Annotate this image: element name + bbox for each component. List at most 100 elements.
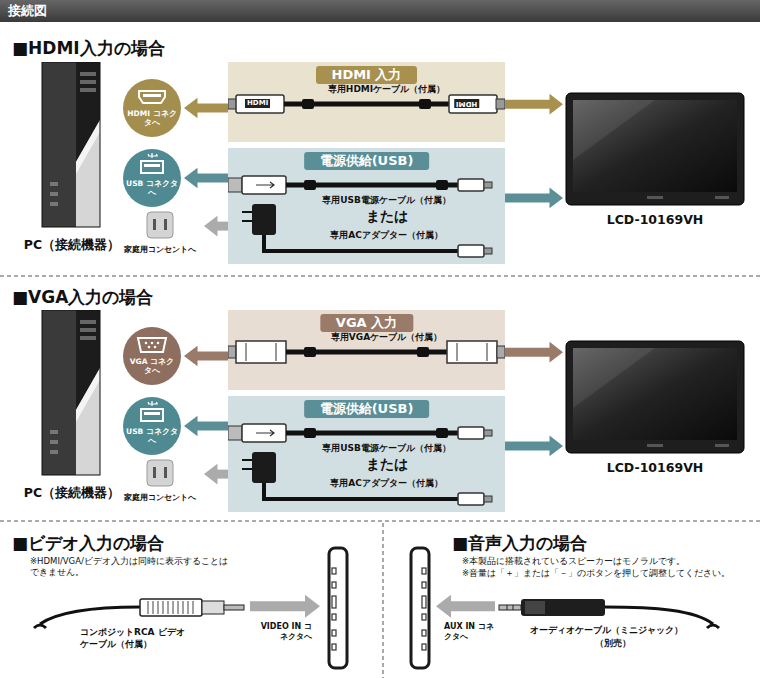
arrow-head: [184, 98, 198, 119]
section-heading: ■HDMI入力の場合: [12, 38, 165, 58]
arrow-head: [204, 216, 218, 237]
monitor-side-view: [322, 546, 352, 670]
device-label: PC（接続機器）: [16, 237, 128, 252]
arrow-shaft: [250, 601, 306, 611]
note: ※音量は「＋」または「－」のボタンを押して調整してください。: [462, 568, 730, 579]
connector-arrow: [505, 188, 563, 209]
monitor-illustration: [565, 90, 745, 208]
connector-label: HDMI コネクタへ: [126, 109, 178, 127]
cable-label: 専用USB電源ケーブル（付属）: [288, 195, 485, 206]
connector-arrow: [184, 168, 228, 189]
band-heading: HDMI 入力: [316, 66, 418, 84]
arrow-head: [550, 342, 564, 363]
monitor-side-view: [404, 546, 434, 670]
plug-marking: HDMI: [454, 99, 479, 108]
arrow-shaft: [217, 222, 229, 231]
arrow-head: [550, 188, 564, 209]
cable-label: 専用VGAケーブル（付属）: [288, 332, 485, 343]
device-label: PC（接続機器）: [16, 485, 128, 500]
band-heading: 電源供給(USB): [304, 152, 430, 170]
outlet-node: 家庭用コンセントへ: [118, 211, 202, 267]
cable-node: コンポジットRCA ビデオケーブル（付属）: [30, 588, 250, 656]
connector-label: USB コネクタへ: [126, 179, 178, 197]
model-name: LCD-10169VH: [565, 460, 745, 475]
cable-label: コンポジットRCA ビデオケーブル（付属）: [80, 626, 188, 650]
pc-tower: [28, 62, 116, 228]
monitor-side-node: AUX IN コネクタへ: [404, 546, 434, 670]
header-bar: 接続図: [0, 0, 760, 22]
pc-label: PC（接続機器）: [28, 310, 116, 500]
connector-circle: [122, 78, 182, 138]
cable-band: 電源供給(USB)専用USB電源ケーブル（付属）または専用ACアダプター（付属）: [228, 396, 505, 512]
arrow-head: [184, 168, 198, 189]
arrow-shaft: [505, 100, 551, 109]
connector-arrow: [184, 346, 228, 367]
cable-band: VGA 入力専用VGAケーブル（付属）: [228, 310, 505, 390]
port-label: VIDEO IN コネクタへ: [260, 622, 312, 642]
connector-arrow: [204, 216, 228, 237]
monitor-node: LCD-10169VH: [565, 338, 745, 480]
band-heading: VGA 入力: [320, 314, 413, 332]
arrow-shaft: [197, 352, 229, 361]
connector-arrow: [250, 595, 320, 618]
connector-circle: USB コネクタへ: [122, 148, 182, 208]
cable-label: （別売）: [595, 638, 631, 649]
wall-outlet: [118, 459, 202, 489]
connector-circle: [122, 396, 182, 456]
cable-band: HDMI 入力専用HDMIケーブル（付属） HDMI HDMI: [228, 62, 505, 142]
note: ※本製品に搭載されているスピーカーはモノラルです。: [462, 556, 685, 567]
plug-marking: HDMI: [245, 99, 270, 108]
pc-label: PC（接続機器）: [28, 62, 116, 252]
arrow-head: [184, 416, 198, 437]
connector-circle: VGA コネクタへ: [122, 326, 182, 386]
connector-circle: USB コネクタへ: [122, 396, 182, 456]
connector-arrow: [505, 436, 563, 457]
arrow-shaft: [505, 441, 551, 450]
arrow-shaft: [197, 422, 229, 431]
monitor-node: LCD-10169VH: [565, 90, 745, 232]
arrow-head: [436, 595, 451, 618]
section-heading: ■ビデオ入力の場合: [12, 533, 164, 553]
arrow-shaft: [197, 174, 229, 183]
section-heading: ■VGA入力の場合: [12, 287, 153, 307]
arrow-head: [550, 94, 564, 115]
arrow-head: [305, 595, 320, 618]
pc-tower: [28, 310, 116, 476]
cable-node: オーディオケーブル（ミニジャック） （別売）: [495, 588, 725, 656]
port-label: AUX IN コネクタへ: [444, 622, 496, 642]
connector-label: USB コネクタへ: [126, 427, 178, 445]
cable-label: オーディオケーブル（ミニジャック）: [530, 625, 683, 636]
section-heading: ■音声入力の場合: [452, 533, 587, 553]
arrow-head: [550, 436, 564, 457]
connector-arrow: [204, 464, 228, 485]
arrow-shaft: [505, 193, 551, 202]
connector-arrow: [184, 98, 228, 119]
monitor-illustration: [565, 338, 745, 456]
connector-arrow: [184, 416, 228, 437]
outlet-label: 家庭用コンセントへ: [118, 245, 202, 255]
cable-label: または: [288, 456, 485, 473]
cable-label: 専用USB電源ケーブル（付属）: [288, 443, 485, 454]
connector-label: VGA コネクタへ: [126, 357, 178, 375]
connector-arrow: [436, 595, 495, 618]
outlet-node: 家庭用コンセントへ: [118, 459, 202, 515]
connector-circle: [122, 326, 182, 386]
cable-label: 専用ACアダプター（付属）: [288, 478, 485, 489]
model-name: LCD-10169VH: [565, 212, 745, 227]
monitor-side-node: VIDEO IN コネクタへ: [322, 546, 352, 670]
arrow-shaft: [217, 470, 229, 479]
page-title: 接続図: [8, 3, 47, 19]
cable-label: 専用ACアダプター（付属）: [288, 230, 485, 241]
arrow-head: [204, 464, 218, 485]
connector-arrow: [505, 342, 563, 363]
cable-label: または: [288, 208, 485, 225]
connector-circle: HDMI コネクタへ: [122, 78, 182, 138]
arrow-shaft: [505, 348, 551, 357]
outlet-label: 家庭用コンセントへ: [118, 493, 202, 503]
cable-label: 専用HDMIケーブル（付属）: [288, 84, 485, 95]
arrow-shaft: [197, 104, 229, 113]
connector-circle: [122, 148, 182, 208]
arrow-shaft: [450, 601, 495, 611]
note: ※HDMI/VGA/ビデオ入力は同時に表示することは できません。: [30, 556, 235, 578]
